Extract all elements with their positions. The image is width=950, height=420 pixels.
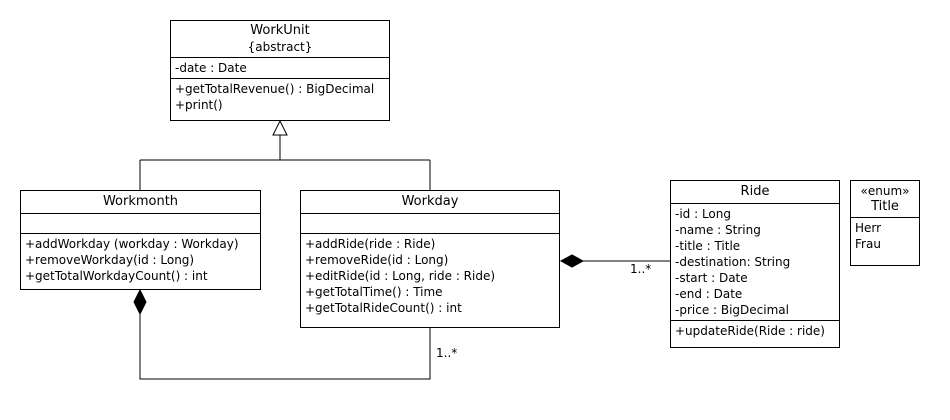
multiplicity-label: 1..* [436,346,458,360]
operation: +print() [175,98,223,112]
attributes-section [21,214,260,234]
class-stereotype: «enum» [860,184,910,198]
attribute: -title : Title [675,239,741,253]
class-name: Workmonth [102,194,179,209]
class-name: Workday [401,194,459,209]
class-stereotype: {abstract} [247,40,313,54]
operation: +updateRide(Ride : ride) [675,324,825,338]
class-ride: Ride -id : Long -name : String -title : … [670,180,840,348]
class-name: Ride [740,184,770,199]
attribute: -end : Date [675,287,743,301]
enum-literal: Frau [855,237,881,251]
class-header: WorkUnit {abstract} [171,21,389,58]
enum-title: «enum» Title Herr Frau [850,180,920,266]
attributes-section: -date : Date [171,58,389,79]
operation: +getTotalRideCount() : int [305,301,462,315]
operations-section: +addWorkday (workday : Workday) +removeW… [21,234,260,286]
class-name: Title [871,199,899,214]
attribute: -start : Date [675,271,748,285]
composition-diamond-icon [559,254,585,268]
class-workmonth: Workmonth +addWorkday (workday : Workday… [20,190,261,290]
attribute: -id : Long [675,207,731,221]
operation: +addRide(ride : Ride) [305,237,436,251]
multiplicity-label: 1..* [630,262,652,276]
inheritance-triangle-icon [272,119,288,136]
class-header: Ride [671,181,839,204]
class-workunit: WorkUnit {abstract} -date : Date +getTot… [170,20,390,121]
operation: +editRide(id : Long, ride : Ride) [305,269,496,283]
operations-section: +updateRide(Ride : ride) [671,321,839,341]
operation: +getTotalTime() : Time [305,285,443,299]
class-header: «enum» Title [851,181,919,218]
operation: +addWorkday (workday : Workday) [25,237,239,251]
operation: +removeRide(id : Long) [305,253,449,267]
attributes-section: -id : Long -name : String -title : Title… [671,204,839,321]
class-workday: Workday +addRide(ride : Ride) +removeRid… [300,190,560,328]
operation: +removeWorkday(id : Long) [25,253,195,267]
operation: +getTotalRevenue() : BigDecimal [175,82,375,96]
class-name: WorkUnit [250,23,310,38]
composition-line-workmonth-workday [139,314,431,380]
attribute: -date : Date [175,61,247,75]
operations-section: +getTotalRevenue() : BigDecimal +print() [171,79,389,115]
attribute: -name : String [675,223,761,237]
class-header: Workmonth [21,191,260,214]
attributes-section [301,214,559,234]
attribute: -price : BigDecimal [675,303,789,317]
class-header: Workday [301,191,559,214]
literals-section: Herr Frau [851,218,919,254]
operations-section: +addRide(ride : Ride) +removeRide(id : L… [301,234,559,318]
enum-literal: Herr [855,221,882,235]
composition-diamond-icon [133,288,147,316]
attribute: -destination: String [675,255,791,269]
operation: +getTotalWorkdayCount() : int [25,269,208,283]
